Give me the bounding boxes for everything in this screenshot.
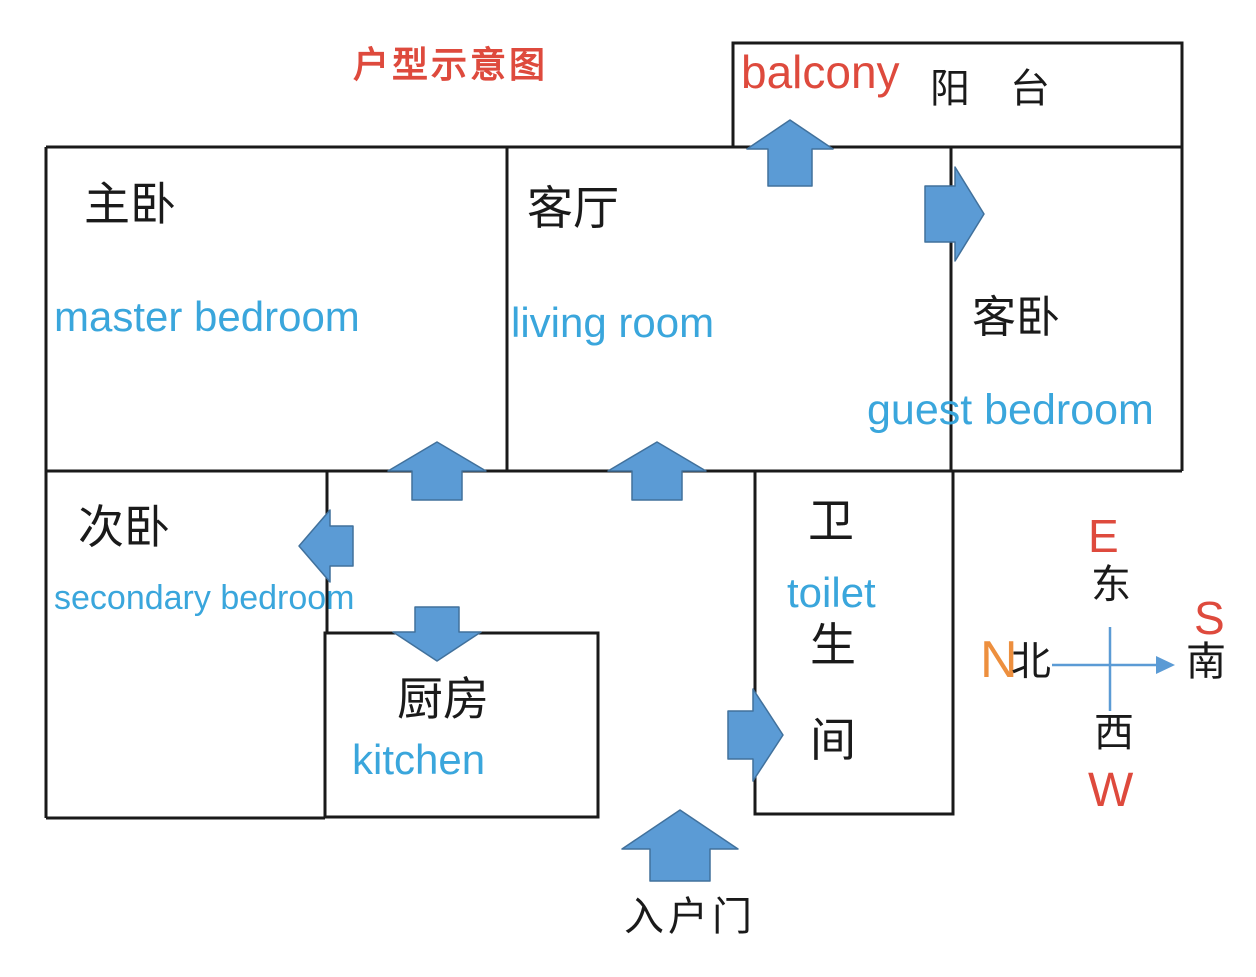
toilet-walls	[753, 469, 955, 816]
kitchen-label-en: kitchen	[352, 736, 486, 783]
balcony-label-zh: 阳 台	[930, 67, 1050, 111]
balcony-label-en: balcony	[741, 46, 900, 98]
toilet-label-zh-top: 卫	[808, 495, 854, 547]
guest-bedroom-label-en: guest bedroom	[867, 386, 1154, 434]
balcony-door-arrow-icon	[746, 119, 834, 187]
compass-south-zh: 南	[1186, 640, 1226, 684]
compass-east-zh: 东	[1091, 563, 1131, 607]
living-room-door-arrow-icon	[607, 441, 707, 501]
compass-arrowhead-icon	[1156, 656, 1175, 674]
compass-south-letter: S	[1194, 592, 1225, 644]
kitchen-walls	[323, 631, 600, 819]
toilet-label-zh-bottom: 间	[810, 714, 856, 766]
kitchen-label-zh: 厨房	[397, 673, 489, 725]
toilet-label-en: toilet	[787, 569, 876, 616]
guest-bedroom-label-zh: 客卧	[972, 293, 1060, 342]
compass-west-zh: 西	[1094, 711, 1134, 755]
secondary-bedroom-label-zh: 次卧	[78, 501, 170, 553]
master-bedroom-label-zh: 主卧	[84, 178, 176, 230]
balcony-walls	[731, 41, 1184, 149]
compass-north-zh: 北	[1011, 640, 1051, 684]
guest-bedroom-door-arrow-icon	[924, 166, 985, 262]
kitchen-door-arrow-icon	[392, 606, 482, 662]
secondary-bedroom-label-en: secondary bedroom	[54, 579, 355, 617]
compass-north-letter: N	[980, 631, 1018, 689]
toilet-label-zh-mid: 生	[810, 619, 856, 671]
page-title: 户型示意图	[353, 44, 549, 85]
living-room-label-zh: 客厅	[527, 182, 619, 234]
living-room-label-en: living room	[511, 299, 715, 346]
entrance-label: 入户门	[624, 895, 756, 939]
compass-east-letter: E	[1088, 510, 1119, 562]
entrance-arrow-icon	[621, 809, 739, 882]
toilet-door-arrow-icon	[727, 688, 784, 782]
secondary-bedroom-door-arrow-icon	[298, 509, 354, 583]
compass-west-letter: W	[1088, 764, 1134, 817]
master-bedroom-door-arrow-icon	[387, 441, 487, 501]
master-bedroom-label-en: master bedroom	[54, 293, 360, 340]
